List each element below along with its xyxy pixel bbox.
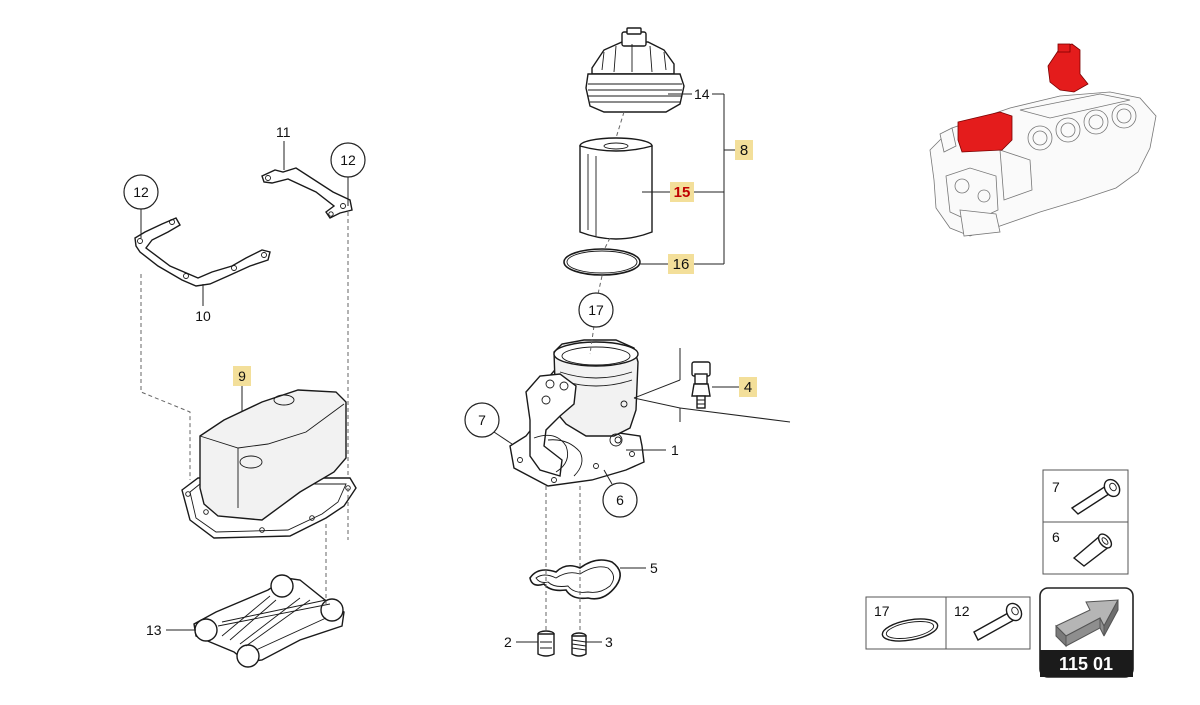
callout-13: 13 xyxy=(146,622,196,638)
svg-text:16: 16 xyxy=(673,256,690,273)
callout-17: 17 xyxy=(578,292,614,328)
oil-cooler-9 xyxy=(181,389,357,539)
svg-text:7: 7 xyxy=(1052,479,1060,495)
svg-text:12: 12 xyxy=(954,603,970,619)
oil-pressure-sensor-4 xyxy=(691,361,711,409)
callout-3: 3 xyxy=(586,634,613,650)
callout-16: 16 xyxy=(640,254,724,274)
next-page-button[interactable]: 115 01 xyxy=(1039,587,1134,678)
callout-9: 9 xyxy=(233,366,251,412)
gasket-5 xyxy=(529,559,621,600)
o-ring-17-icon xyxy=(881,618,939,642)
bolt-2 xyxy=(537,630,555,657)
svg-text:6: 6 xyxy=(616,492,624,508)
callout-8: 8 xyxy=(723,94,753,264)
page-code: 115 01 xyxy=(1059,654,1113,674)
svg-text:17: 17 xyxy=(874,603,890,619)
legend-box-7: 7 xyxy=(1042,469,1129,523)
svg-text:2: 2 xyxy=(504,634,512,650)
filter-element-15 xyxy=(579,137,653,240)
svg-text:1: 1 xyxy=(671,442,679,458)
svg-text:6: 6 xyxy=(1052,529,1060,545)
callout-14: 14 xyxy=(668,86,724,102)
o-ring-16 xyxy=(563,248,641,276)
alignment-lines-center xyxy=(545,111,625,630)
svg-text:4: 4 xyxy=(744,379,752,396)
svg-text:14: 14 xyxy=(694,86,710,102)
callout-1: 1 xyxy=(626,442,679,458)
callout-12b: 12 xyxy=(123,174,159,238)
svg-text:10: 10 xyxy=(195,308,211,324)
callout-15: 15 xyxy=(642,182,724,202)
alignment-lines-left xyxy=(140,212,349,604)
callout-12a: 12 xyxy=(330,142,366,206)
callout-11: 11 xyxy=(276,124,291,170)
callout-2: 2 xyxy=(504,634,538,650)
filter-cap-14 xyxy=(585,27,685,113)
svg-text:13: 13 xyxy=(146,622,162,638)
svg-text:3: 3 xyxy=(605,634,613,650)
bolt-7-icon xyxy=(1070,478,1121,515)
bolt-12-icon xyxy=(973,602,1023,641)
legend-box-12: 12 xyxy=(945,596,1031,650)
callout-7: 7 xyxy=(464,402,513,445)
svg-text:15: 15 xyxy=(674,184,691,201)
filter-housing-1 xyxy=(509,339,645,487)
arrow-right-icon xyxy=(1055,599,1119,648)
svg-text:11: 11 xyxy=(276,124,291,140)
legend-box-17: 17 xyxy=(865,596,947,650)
callout-6: 6 xyxy=(602,469,638,518)
svg-text:5: 5 xyxy=(650,560,658,576)
callout-5: 5 xyxy=(620,560,658,576)
svg-text:12: 12 xyxy=(340,152,356,168)
bolt-3 xyxy=(571,632,587,657)
svg-text:7: 7 xyxy=(478,412,486,428)
gasket-10 xyxy=(134,217,271,287)
gasket-11 xyxy=(261,167,353,219)
gasket-13 xyxy=(193,574,345,668)
callout-10: 10 xyxy=(195,284,211,324)
svg-text:8: 8 xyxy=(740,142,748,159)
callout-4: 4 xyxy=(633,348,791,423)
svg-text:17: 17 xyxy=(588,302,604,318)
dowel-sleeve-6-icon xyxy=(1072,533,1113,567)
legend-box-6: 6 xyxy=(1042,521,1129,575)
svg-text:12: 12 xyxy=(133,184,149,200)
svg-text:9: 9 xyxy=(238,368,246,384)
engine-location-thumbnail xyxy=(929,43,1157,237)
